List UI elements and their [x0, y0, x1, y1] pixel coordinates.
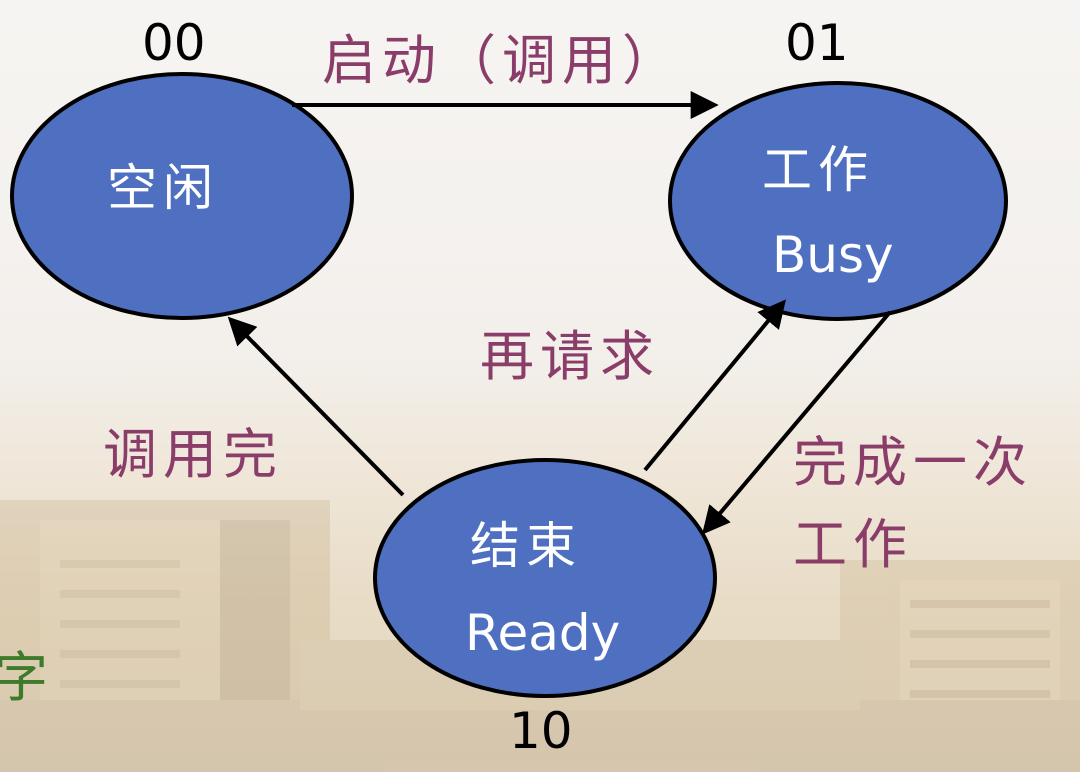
- transition-label-call-done: 调用完: [103, 423, 283, 486]
- state-code-idle: 00: [142, 14, 206, 72]
- state-code-ready: 10: [509, 702, 573, 760]
- state-label-idle: 空闲: [107, 159, 219, 217]
- state-label-busy-en: Busy: [772, 226, 894, 284]
- edge-text-fragment: 字: [0, 646, 48, 709]
- arrow-rerequest: [643, 299, 786, 472]
- transition-label-work-done-1: 完成一次: [793, 431, 1033, 494]
- arrow-call-done: [227, 316, 405, 497]
- arrow-work-done: [701, 310, 892, 535]
- state-node-ready[interactable]: [373, 458, 717, 698]
- state-node-busy[interactable]: [668, 81, 1008, 321]
- state-label-busy: 工作: [762, 141, 874, 199]
- state-code-busy: 01: [785, 14, 849, 72]
- transition-label-work-done-2: 工作: [793, 513, 913, 576]
- transition-label-rerequest: 再请求: [480, 325, 660, 388]
- state-node-idle[interactable]: [10, 72, 354, 320]
- state-label-ready: 结束: [470, 517, 582, 575]
- state-label-ready-en: Ready: [465, 604, 621, 662]
- transition-label-start: 启动（调用）: [322, 29, 682, 92]
